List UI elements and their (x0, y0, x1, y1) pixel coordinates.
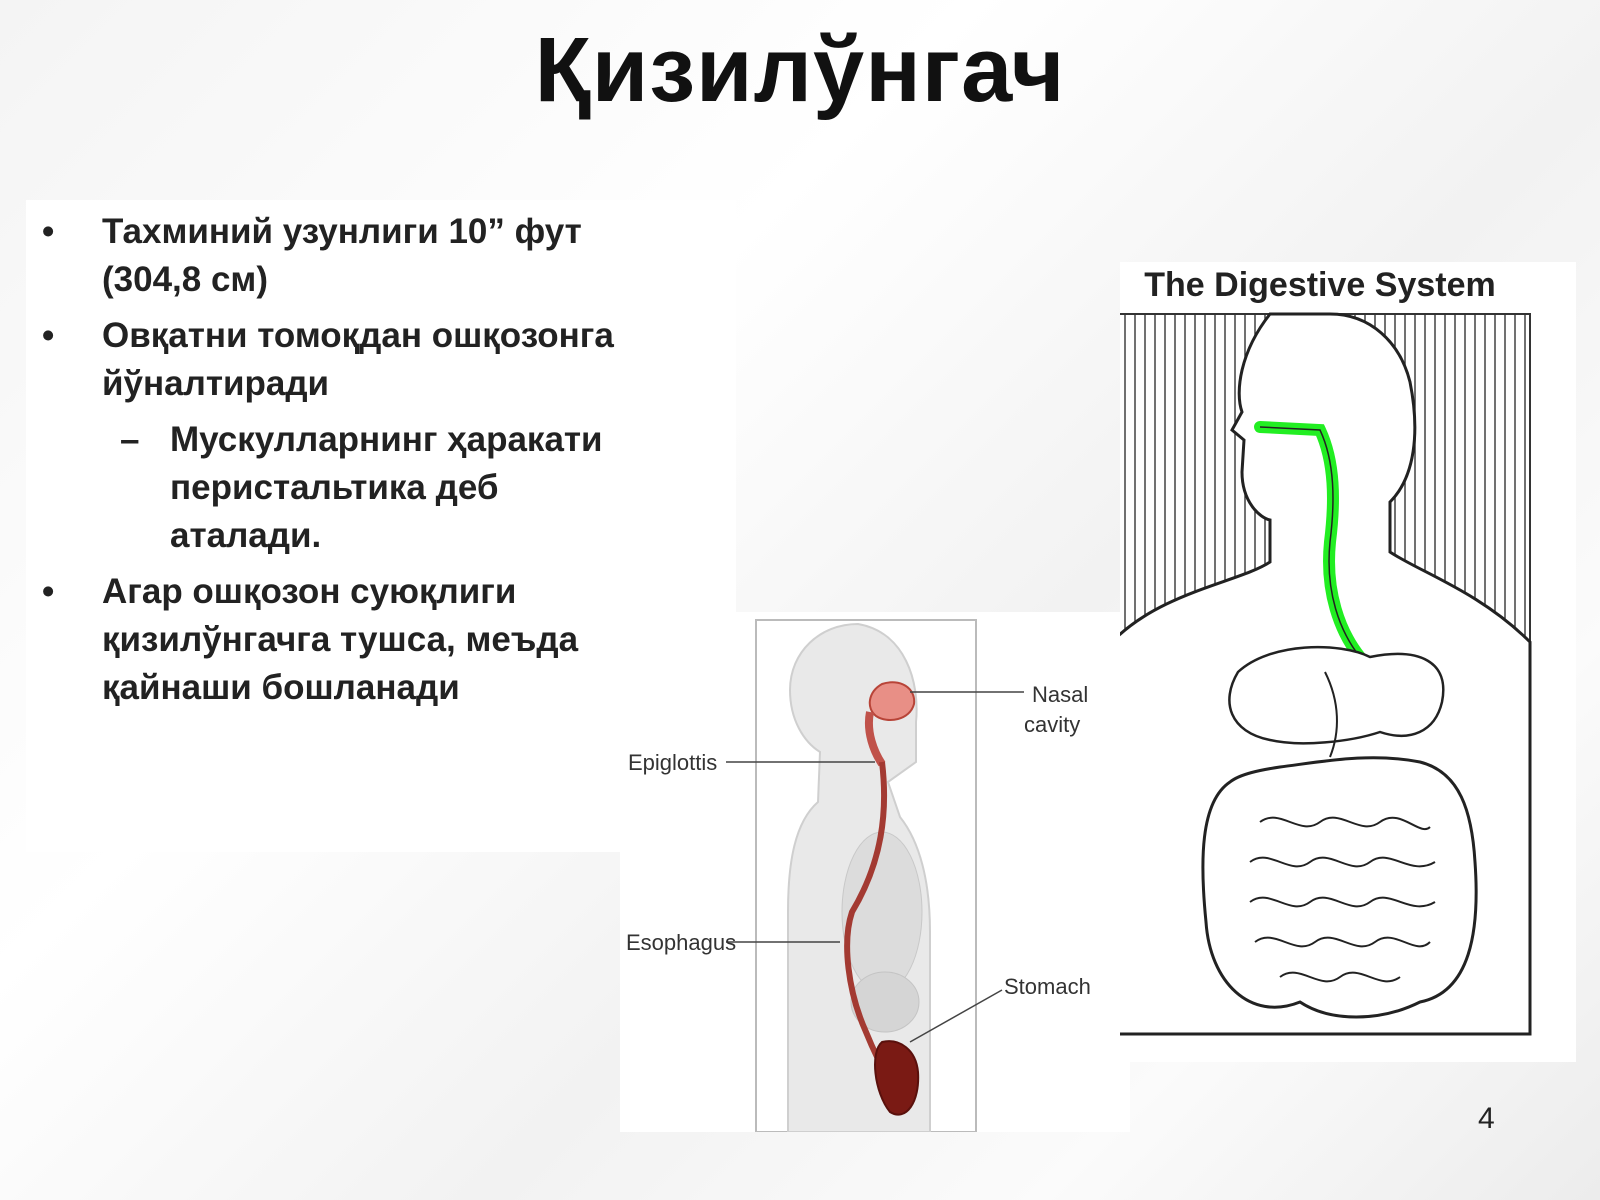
bullet-line: Овқатни томоқдан ошқозонга (102, 316, 614, 355)
bullet-reflux: Агар ошқозон суюқлиги қизилўнгачга тушса… (102, 568, 662, 712)
bullet-line: аталади. (170, 516, 322, 555)
bullet-line: Мускулларнинг ҳаракати (170, 420, 603, 459)
label-nasal-2: cavity (1024, 712, 1080, 737)
bullet-line: Агар ошқозон суюқлиги (102, 572, 517, 611)
slide-title: Қизилўнгач (534, 19, 1066, 121)
bullet-line: йўналтиради (102, 364, 330, 403)
dash-mark: – (120, 420, 140, 459)
bullet-mark: • (42, 316, 55, 355)
sub-bullet-peristalsis: – Мускулларнинг ҳаракати перистальтика д… (120, 416, 603, 560)
bullet-mark-reflux: • (42, 572, 55, 611)
bullet-function: • Овқатни томоқдан ошқозонга йўналтиради (42, 312, 614, 408)
bullet-line: (304,8 см) (102, 260, 268, 299)
page-number: 4 (1478, 1102, 1495, 1135)
digestive-illustration: The Digestive System (1110, 266, 1532, 1036)
digestive-system-figure: The Digestive System (1110, 262, 1576, 1062)
bullet-length: • Тахминий узунлиги 10” фут (304,8 см) (42, 208, 582, 304)
digestive-title: The Digestive System (1144, 266, 1495, 304)
label-epiglottis: Epiglottis (628, 750, 717, 775)
bullet-line: Тахминий узунлиги 10” фут (102, 212, 582, 251)
bullet-line: қизилўнгачга тушса, меъда (102, 620, 579, 659)
label-esophagus: Esophagus (626, 930, 736, 955)
bullet-line: перистальтика деб (170, 468, 499, 507)
esophagus-anatomy-figure: Nasal cavity Epiglottis Esophagus Stomac… (620, 612, 1130, 1133)
bullet-line: қайнаши бошланади (102, 668, 460, 707)
label-nasal-1: Nasal (1032, 682, 1088, 707)
bullet-mark: • (42, 212, 55, 251)
bullet-text-box: • Тахминий узунлиги 10” фут (304,8 см) •… (26, 200, 736, 852)
label-stomach: Stomach (1004, 974, 1091, 999)
anatomy-illustration: Nasal cavity Epiglottis Esophagus Stomac… (626, 619, 1091, 1133)
